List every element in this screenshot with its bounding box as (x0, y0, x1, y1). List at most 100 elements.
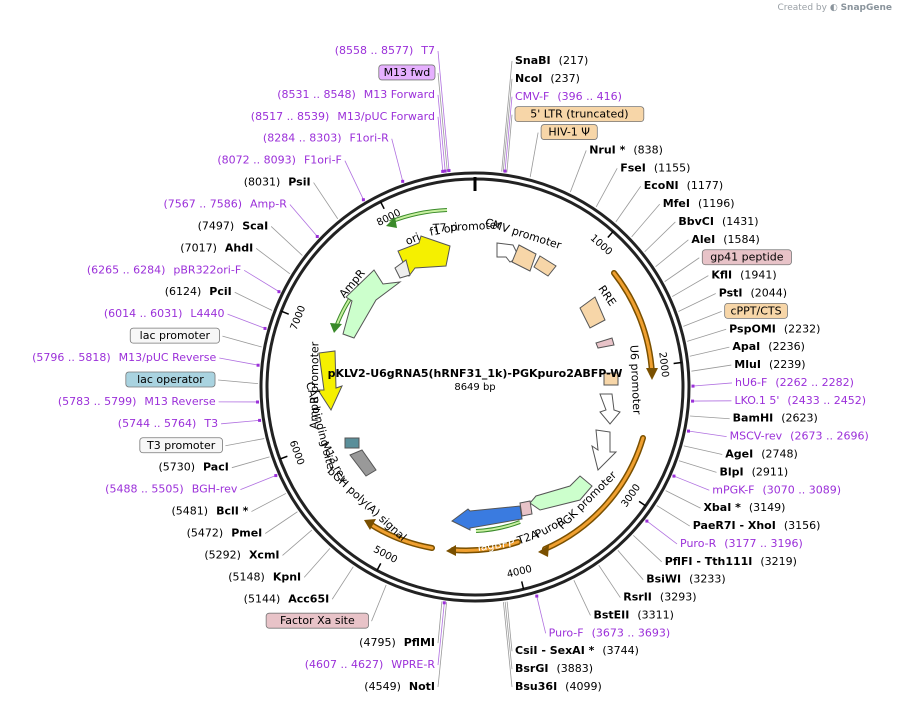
enzyme-label[interactable]: Bsu36I(4099) (515, 680, 602, 693)
scale-tick-label: 4000 (506, 564, 533, 581)
label-position: (2239) (769, 358, 806, 371)
feature-label[interactable]: M13 fwd (384, 66, 431, 79)
enzyme-label[interactable]: NruI *(838) (589, 143, 663, 156)
leader-lines (217, 50, 733, 688)
enzyme-label[interactable]: BbvCI(1431) (678, 215, 758, 228)
label-position: (3293) (660, 591, 697, 604)
enzyme-label[interactable]: KflI(1941) (711, 269, 776, 282)
enzyme-label[interactable]: (4795)PflMI (359, 636, 435, 649)
primer-label[interactable]: (8531 .. 8548)M13 Forward (277, 88, 435, 101)
label-position: (5488 .. 5505) (105, 483, 184, 496)
leader-line (691, 382, 733, 387)
primer-label[interactable]: mPGK-F(3070 .. 3089) (712, 483, 841, 496)
feature-label[interactable]: lac operator (137, 373, 204, 386)
right-labels: SnaBI(217) NcoI(237) CMV-F(396 .. 416) 5' L… (514, 54, 869, 693)
rre-box (579, 296, 606, 329)
primer-label[interactable]: (7567 .. 7586)Amp-R (163, 198, 287, 211)
enzyme-label[interactable]: PspOMI(2232) (729, 322, 820, 335)
primer-label[interactable]: hU6-F(2262 .. 2282) (735, 376, 854, 389)
enzyme-label[interactable]: (5144)Acc65I (244, 592, 330, 605)
primer-label[interactable]: Puro-R(3177 .. 3196) (680, 537, 803, 550)
enzyme-label[interactable]: (7017)AhdI (180, 241, 253, 254)
primer-mark (443, 169, 447, 173)
primer-label[interactable]: (8517 .. 8539)M13/pUC Forward (251, 110, 435, 123)
enzyme-label[interactable]: EcoNI(1177) (644, 179, 723, 192)
primer-mark (691, 399, 695, 403)
label-position: (8517 .. 8539) (251, 110, 330, 123)
label-position: (2748) (761, 447, 798, 460)
primer-label[interactable]: (5744 .. 5764)T3 (118, 417, 218, 430)
primer-label[interactable]: (8284 .. 8303)F1ori-R (263, 132, 389, 145)
label-name: PaeR7I - XhoI (693, 519, 776, 532)
enzyme-label[interactable]: XbaI *(3149) (703, 501, 785, 514)
primer-label[interactable]: (5796 .. 5818)M13/pUC Reverse (32, 351, 216, 364)
bgh-box (349, 449, 377, 477)
label-name: pBR322ori-F (173, 263, 241, 276)
feature-label[interactable]: gp41 peptide (710, 251, 784, 264)
leader-line (289, 204, 319, 238)
label-name: mPGK-F (712, 483, 754, 496)
primer-label[interactable]: LKO.1 5'(2433 .. 2452) (734, 394, 866, 407)
feature-label[interactable]: Factor Xa site (280, 614, 355, 627)
primer-label[interactable]: CMV-F(396 .. 416) (515, 90, 622, 103)
enzyme-label[interactable]: PflFI - Tth111I(3219) (665, 555, 797, 568)
enzyme-label[interactable]: BsiWI(3233) (646, 573, 726, 586)
enzyme-label[interactable]: PstI(2044) (719, 287, 787, 300)
enzyme-label[interactable]: RsrII(3293) (623, 591, 696, 604)
label-position: (5144) (244, 592, 281, 605)
label-position: (3744) (602, 644, 639, 657)
primer-label[interactable]: MSCV-rev(2673 .. 2696) (730, 430, 869, 443)
primer-label[interactable]: (5488 .. 5505)BGH-rev (105, 483, 238, 496)
feature-label[interactable]: lac promoter (140, 329, 211, 342)
primer-label[interactable]: Puro-F(3673 .. 3693) (549, 626, 671, 639)
primer-label[interactable]: (4607 .. 4627)WPRE-R (305, 658, 436, 671)
enzyme-label[interactable]: ApaI(2236) (732, 340, 804, 353)
primer-mark (256, 400, 260, 404)
leader-line (251, 493, 287, 512)
label-position: (5783 .. 5799) (58, 395, 137, 408)
enzyme-label[interactable]: (5472)PmeI (187, 526, 263, 539)
leader-line (678, 293, 716, 312)
enzyme-label[interactable]: FseI(1155) (620, 161, 690, 174)
feature-label[interactable]: T3 promoter (146, 439, 216, 452)
enzyme-label[interactable]: BlpI(2911) (720, 465, 789, 478)
enzyme-label[interactable]: MfeI(1196) (663, 197, 735, 210)
feature-label[interactable]: HIV-1 Ψ (548, 126, 590, 139)
enzyme-label[interactable]: (5481)BclI * (172, 505, 249, 518)
enzyme-label[interactable]: AleI(1584) (691, 233, 759, 246)
gp41-box (595, 337, 615, 349)
primer-label[interactable]: (5783 .. 5799)M13 Reverse (58, 395, 216, 408)
label-position: (2623) (781, 412, 818, 425)
label-position: (5148) (228, 570, 265, 583)
primer-label[interactable]: (6014 .. 6031)L4440 (104, 307, 225, 320)
enzyme-label[interactable]: NcoI(237) (515, 72, 580, 85)
feature-label[interactable]: 5' LTR (truncated) (530, 108, 628, 121)
enzyme-label[interactable]: (5148)KpnI (228, 570, 301, 583)
enzyme-label[interactable]: BsrGI(3883) (515, 662, 593, 675)
enzyme-label[interactable]: CsiI - SexAI *(3744) (515, 644, 639, 657)
label-position: (5472) (187, 526, 224, 539)
enzyme-label[interactable]: BamHI(2623) (733, 412, 818, 425)
credit-brand: SnapGene (840, 3, 892, 13)
enzyme-label[interactable]: (6124)PciI (165, 285, 232, 298)
primer-label[interactable]: (8072 .. 8093)F1ori-F (217, 154, 342, 167)
enzyme-label[interactable]: MluI(2239) (734, 358, 805, 371)
label-position: (1155) (654, 161, 691, 174)
enzyme-label[interactable]: SnaBI(217) (515, 54, 588, 67)
enzyme-label[interactable]: (5730)PacI (158, 461, 228, 474)
enzyme-label[interactable]: (5292)XcmI (204, 548, 279, 561)
label-name: XcmI (249, 548, 280, 561)
enzyme-label[interactable]: (7497)ScaI (198, 219, 269, 232)
primer-mark (447, 169, 451, 173)
enzyme-label[interactable]: AgeI(2748) (725, 447, 798, 460)
enzyme-label[interactable]: PaeR7I - XhoI(3156) (693, 519, 821, 532)
enzyme-label[interactable]: (4549)NotI (364, 680, 435, 693)
primer-label[interactable]: (8558 .. 8577)T7 (335, 44, 435, 57)
enzyme-label[interactable]: BstEII(3311) (593, 608, 673, 621)
feature-label[interactable]: cPPT/CTS (730, 304, 781, 317)
enzyme-label[interactable]: (8031)PsiI (244, 176, 311, 189)
leader-line (665, 490, 701, 509)
label-name: M13 Forward (364, 88, 435, 101)
primer-label[interactable]: (6265 .. 6284)pBR322ori-F (87, 263, 241, 276)
